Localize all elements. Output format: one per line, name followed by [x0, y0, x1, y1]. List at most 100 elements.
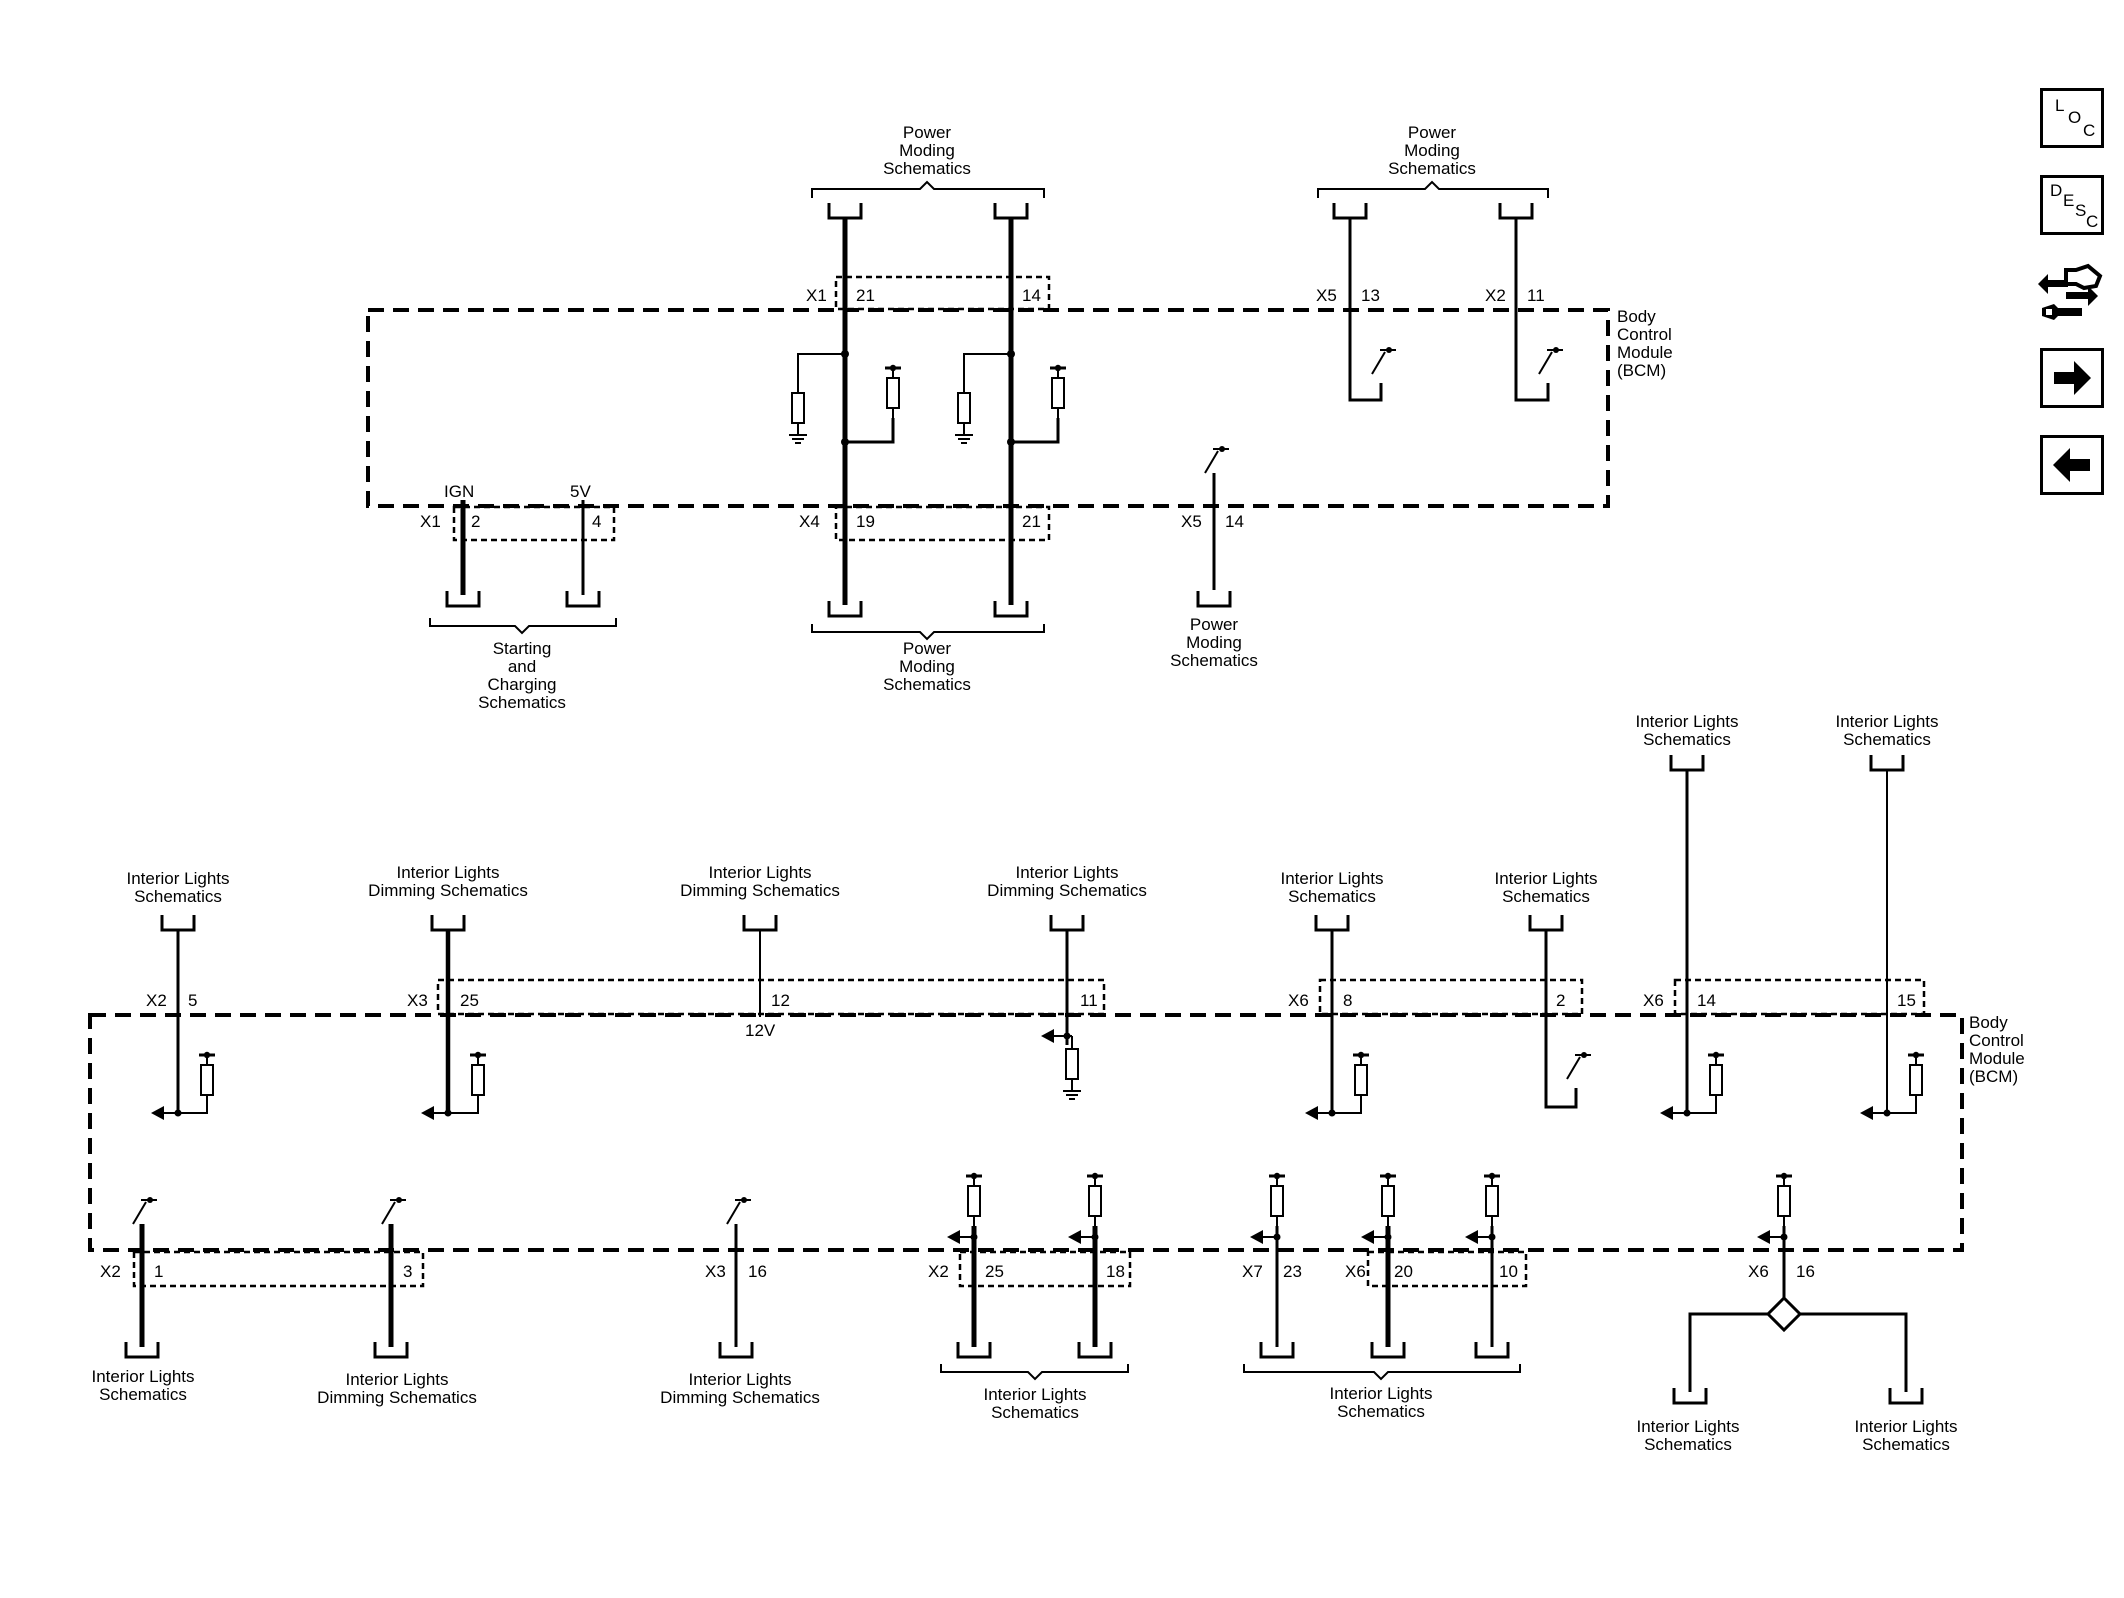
x3-connector-housing [436, 978, 1106, 1016]
brace [811, 180, 1045, 198]
diagram-label: X2 [928, 1262, 949, 1281]
interior-lights-dimming-label: Interior Lights Dimming Schematics [680, 863, 840, 900]
ground-resistor [1062, 1035, 1082, 1100]
power-moding-label-bottom: Power Moding Schematics [883, 639, 971, 694]
diagram-label: 13 [1361, 286, 1380, 305]
diagram-label: Interior Lights [397, 863, 500, 882]
diagram-label: Schematics [991, 1403, 1079, 1422]
interior-lights-label: Interior Lights Schematics [1330, 1384, 1433, 1421]
diagram-label: (BCM) [1617, 361, 1666, 380]
diagram-label: Interior Lights [127, 869, 230, 888]
interior-lights-label: Interior Lights Schematics [1281, 869, 1384, 906]
interior-lights-dimming-label: Interior Lights Dimming Schematics [660, 1370, 820, 1407]
pullup-resistor [1351, 1050, 1371, 1107]
diagram-label: 4 [592, 512, 601, 531]
diagram-label: Schematics [134, 887, 222, 906]
diagram-label: Schematics [1170, 651, 1258, 670]
bcm-outline-top [366, 308, 1610, 508]
pullup-resistor [1774, 1171, 1794, 1228]
diagram-label: Module [1617, 343, 1673, 362]
input-arrow [1660, 1106, 1673, 1120]
input-arrow [1041, 1029, 1054, 1043]
connector-symbol [993, 201, 1029, 220]
diagram-label: 20 [1394, 1262, 1413, 1281]
diagram-label: 14 [1022, 286, 1041, 305]
diagram-label: Dimming Schematics [660, 1388, 820, 1407]
diagram-label: 10 [1499, 1262, 1518, 1281]
input-arrow [947, 1230, 960, 1244]
desc-button[interactable]: D E S C [2040, 175, 2104, 235]
diagram-label: Schematics [1843, 730, 1931, 749]
connector-symbol [430, 913, 466, 932]
diagram-label: 23 [1283, 1262, 1302, 1281]
interior-lights-label: Interior Lights Schematics [984, 1385, 1087, 1422]
switch-symbol [132, 1196, 158, 1225]
x6-connector-housing [1318, 978, 1584, 1016]
diagram-label: X5 [1181, 512, 1202, 531]
diagram-label: Interior Lights [1281, 869, 1384, 888]
input-arrow [1250, 1230, 1263, 1244]
diagram-label: 14 [1225, 512, 1244, 531]
diagram-label: X2 [100, 1262, 121, 1281]
diagram-label: (BCM) [1969, 1067, 2018, 1086]
diagram-label: Interior Lights [1330, 1384, 1433, 1403]
brace [429, 618, 617, 635]
diagram-label: X1 [420, 512, 441, 531]
diagram-label: 15 [1897, 991, 1916, 1010]
x2-lower-connector-housing [132, 1250, 425, 1288]
arrow-left-icon [2053, 448, 2090, 482]
diagram-label: Interior Lights [1636, 712, 1739, 731]
interior-lights-dimming-label: Interior Lights Dimming Schematics [987, 863, 1147, 900]
connector-symbol [1669, 753, 1705, 772]
diagram-label: Dimming Schematics [987, 881, 1147, 900]
input-arrow [1068, 1230, 1081, 1244]
diagram-label: Power [1190, 615, 1239, 634]
previous-page-button[interactable] [2040, 435, 2104, 495]
connector-symbol [1528, 913, 1564, 932]
input-arrow [1465, 1230, 1478, 1244]
connector-symbol [1869, 753, 1905, 772]
diagram-label: Power [903, 639, 952, 658]
diagram-label: Dimming Schematics [317, 1388, 477, 1407]
diagram-label: 16 [1796, 1262, 1815, 1281]
diagram-label: X3 [705, 1262, 726, 1281]
diagram-label: Schematics [478, 693, 566, 712]
diagram-label: X2 [146, 991, 167, 1010]
diagram-label: Interior Lights [1855, 1417, 1958, 1436]
diagram-label: Schematics [883, 159, 971, 178]
bcm-label-bottom: Body Control Module (BCM) [1969, 1013, 2025, 1086]
input-arrow [1305, 1106, 1318, 1120]
diagram-label: Schematics [1388, 159, 1476, 178]
diagram-label: Interior Lights [346, 1370, 449, 1389]
power-moding-label-top-left: Power Moding Schematics [883, 123, 971, 178]
bcm-label-top: Body Control Module (BCM) [1617, 307, 1673, 380]
bcm-outline-bottom [88, 1013, 1964, 1252]
diagram-label: 5 [188, 991, 197, 1010]
diagram-label: Interior Lights [1836, 712, 1939, 731]
diagram-label: X5 [1316, 286, 1337, 305]
loc-button[interactable]: L O C [2040, 88, 2104, 148]
diagram-label: Moding [1404, 141, 1460, 160]
interior-lights-dimming-label: Interior Lights Dimming Schematics [317, 1370, 477, 1407]
pullup-resistor [1085, 1171, 1105, 1228]
connector-symbol [1332, 201, 1368, 220]
connector-tool-icon[interactable] [2036, 258, 2106, 328]
interior-lights-label: Interior Lights Schematics [1855, 1417, 1958, 1454]
next-page-button[interactable] [2040, 348, 2104, 408]
diagram-label: Body [1969, 1013, 2008, 1032]
switch-symbol [1204, 445, 1230, 474]
diagram-label: X6 [1345, 1262, 1366, 1281]
diagram-label: Schematics [1644, 1435, 1732, 1454]
diagram-label: 19 [856, 512, 875, 531]
diagram-label: Starting [493, 639, 552, 658]
x6-connector-housing-right [1673, 978, 1926, 1016]
connector-symbol [1196, 589, 1232, 608]
diagram-label: 3 [403, 1262, 412, 1281]
pullup-resistor [197, 1050, 217, 1107]
diagram-label: X6 [1748, 1262, 1769, 1281]
pullup-resistor [1482, 1171, 1502, 1228]
diagram-label: Module [1969, 1049, 2025, 1068]
power-moding-label-top-right: Power Moding Schematics [1388, 123, 1476, 178]
